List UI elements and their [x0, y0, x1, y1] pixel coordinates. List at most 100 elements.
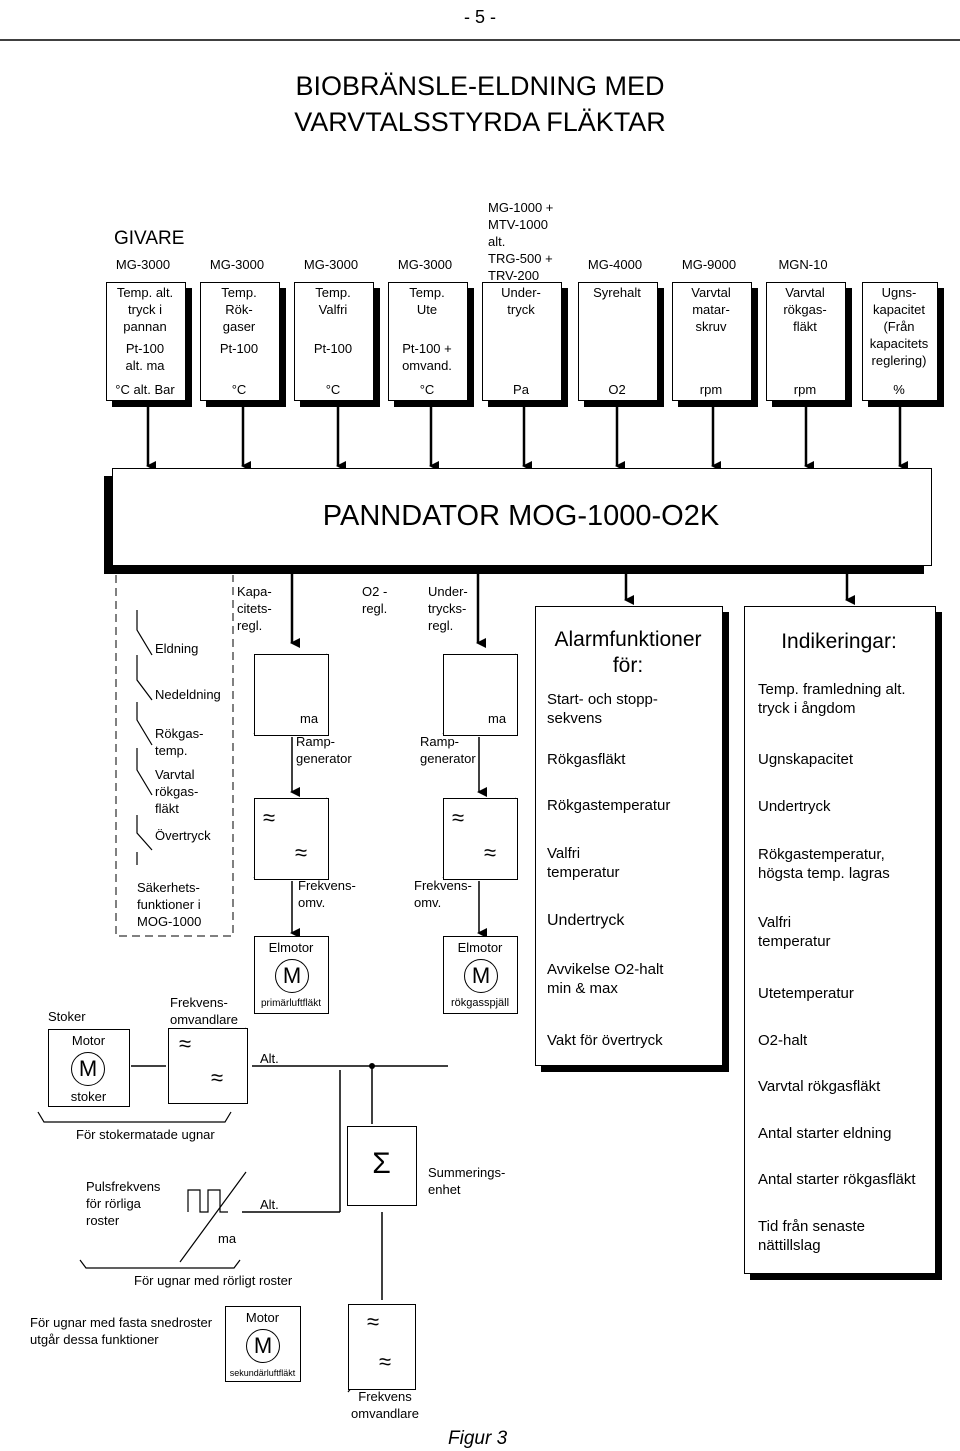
safety-item: Övertryck [155, 828, 211, 843]
indikeringar-title: Indikeringar: [781, 630, 897, 653]
kapacitet-regl-label: Kapa- citets- regl. [237, 584, 272, 633]
elmotor-label: Elmotor [457, 940, 503, 955]
indik-item: Utetemperatur [758, 985, 854, 1002]
indik-item: Tid från senaste nättillslag [758, 1218, 865, 1254]
sensor-box: Ugns- kapacitet (Från kapacitets regleri… [862, 282, 938, 401]
alt-label: Alt. [260, 1197, 279, 1212]
sensor-model: MGN-10 [778, 257, 828, 272]
sensor-desc: Varvtal matar- skruv [691, 285, 731, 334]
motor-box: Elmotor M primärluftfläkt [254, 936, 329, 1014]
alarm-item: Avvikelse O2-halt min & max [547, 961, 664, 997]
sensor-model: MG-3000 [115, 257, 171, 272]
sigma-icon: Σ [372, 1147, 391, 1180]
ma-label: ma [300, 711, 319, 726]
ac-symbol-icon: ≈ [211, 1065, 224, 1090]
variable-ac-icon: ≈ [295, 840, 308, 865]
sensor-desc: Ugns- kapacitet (Från kapacitets regleri… [869, 285, 929, 368]
fixed-frek-label: Frekvens omvandlare [351, 1389, 419, 1421]
indik-item: Varvtal rökgasfläkt [758, 1078, 881, 1095]
sensor-unit: % [893, 382, 905, 397]
summation-label: Summerings- enhet [428, 1165, 506, 1197]
sensor-model: MG-1000 + MTV-1000 alt. TRG-500 + TRV-20… [488, 200, 554, 283]
sensor-model: MG-9000 [681, 257, 737, 272]
sensor-box: Varvtal rökgas- fläkt rpm [766, 282, 846, 401]
sensor-type: Pt-100 + omvand. [402, 341, 452, 373]
alarm-item: Rökgasfläkt [547, 751, 626, 768]
frekvens-omv-label: Frekvens- omv. [414, 878, 472, 910]
primarluftflakt-label: primärluftfläkt [260, 998, 321, 1009]
sensor-box: Temp. Rök- gaser Pt-100 °C [200, 282, 280, 401]
puls-note: För ugnar med rörligt roster [134, 1273, 293, 1288]
indik-item: Ugnskapacitet [758, 751, 854, 768]
sensor-desc: Temp. alt. tryck i pannan [116, 285, 174, 334]
variable-ac-icon: ≈ [367, 1309, 380, 1334]
motor-icon: M [71, 1052, 105, 1086]
sensor-unit: rpm [793, 382, 817, 397]
motor-icon: M [275, 959, 309, 993]
motor-icon: M [246, 1329, 280, 1363]
sensor-desc: Temp. Valfri [315, 285, 351, 317]
secondary-motor-label: Motor [245, 1310, 280, 1325]
sensor-unit: °C alt. Bar [115, 382, 175, 397]
alarm-title: Alarmfunktioner för: [554, 628, 702, 677]
indik-item: Antal starter rökgasfläkt [758, 1171, 916, 1188]
safety-item: Nedeldning [155, 687, 221, 702]
fixed-note: För ugnar med fasta snedroster utgår des… [30, 1315, 213, 1347]
indik-item: Antal starter eldning [758, 1125, 892, 1142]
alarm-item: Rökgastemperatur [547, 797, 671, 814]
indik-item: Rökgastemperatur, högsta temp. lagras [758, 846, 890, 882]
indik-item: Temp. framledning alt. tryck i ångdom [758, 681, 906, 717]
sensor-desc: Temp. Rök- gaser [221, 285, 257, 334]
sensor-unit: °C [325, 382, 341, 397]
ramp-label: Ramp- generator [296, 734, 352, 766]
sensor-type: Pt-100 alt. ma [125, 341, 165, 373]
indikeringar-box: Indikeringar: Temp. framledning alt. try… [744, 606, 936, 1274]
ramp-label: Ramp- generator [420, 734, 476, 766]
indik-item: Valfri temperatur [758, 914, 831, 950]
undertryck-regl-label: Under- trycks- regl. [428, 584, 468, 633]
sensor-desc: Under- tryck [501, 285, 541, 317]
sensor-desc: Syrehalt [593, 285, 641, 300]
motor-box: Elmotor M rökgasspjäll [443, 936, 518, 1014]
indik-item: Undertryck [758, 798, 831, 815]
sensor-unit: °C [419, 382, 435, 397]
sensor-box: Under- tryck Pa [482, 282, 562, 401]
figure-caption: Figur 3 [448, 1428, 508, 1449]
stoker-sub-label: stoker [70, 1089, 107, 1104]
page-title-line1: BIOBRÄNSLE-ELDNING MED [295, 71, 665, 101]
indik-item: O2-halt [758, 1032, 808, 1049]
sensor-unit: rpm [699, 382, 723, 397]
sensor-type: Pt-100 [313, 341, 353, 356]
ramp-generator-box [254, 654, 329, 736]
sensor-model: MG-3000 [397, 257, 453, 272]
ma-label: ma [218, 1231, 237, 1246]
panndator-box: PANNDATOR MOG-1000-O2K [112, 468, 932, 566]
sensor-desc: Temp. Ute [409, 285, 445, 317]
safety-item: Eldning [155, 641, 199, 656]
safety-label: Säkerhets- funktioner i MOG-1000 [137, 880, 202, 929]
secondary-sub-label: sekundärluftfläkt [229, 1368, 296, 1378]
sensor-box: Temp. Ute Pt-100 + omvand. °C [388, 282, 468, 401]
sensor-model: MG-3000 [209, 257, 265, 272]
sensor-box: Varvtal matar- skruv rpm [672, 282, 752, 401]
frequency-converter-box: ≈ ≈ [348, 1304, 416, 1390]
sensor-model: MG-4000 [587, 257, 643, 272]
sensor-desc: Varvtal rökgas- fläkt [783, 285, 827, 334]
motor-icon: M [464, 959, 498, 993]
sensor-type: Pt-100 [219, 341, 259, 356]
frequency-converter-box: ≈ ≈ [254, 798, 329, 880]
ramp-generator-box [443, 654, 518, 736]
secondary-motor-box: Motor M sekundärluftfläkt [225, 1306, 301, 1382]
alarm-item: Start- och stopp- sekvens [547, 691, 658, 727]
frequency-converter-box: ≈ ≈ [168, 1028, 248, 1104]
stoker-frek-label: Frekvens- omvandlare [170, 995, 238, 1027]
page-title-line2: VARVTALSSTYRDA FLÄKTAR [294, 107, 666, 137]
sensor-unit: °C [231, 382, 247, 397]
ma-label: ma [488, 711, 507, 726]
variable-ac-icon: ≈ [484, 840, 497, 865]
o2-regl-label: O2 - regl. [362, 584, 388, 616]
alarm-box: Alarmfunktioner för: Start- och stopp- s… [535, 606, 723, 1066]
puls-label: Pulsfrekvens för rörliga roster [86, 1179, 161, 1228]
alt-label: Alt. [260, 1051, 279, 1066]
sensor-box: Temp. Valfri Pt-100 °C [294, 282, 374, 401]
